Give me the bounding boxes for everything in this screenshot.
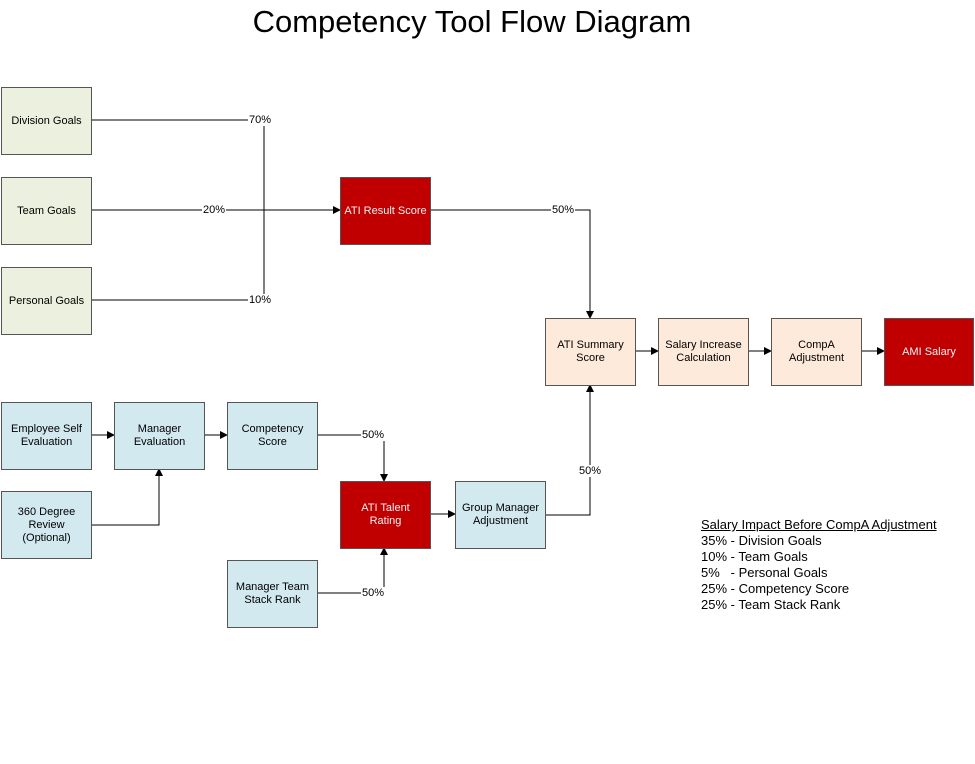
weight-division: 70% [247,114,273,126]
node-salary-increase-calculation: Salary Increase Calculation [658,318,749,386]
node-ati-talent-rating: ATI Talent Rating [340,481,431,549]
weight-team: 20% [201,204,227,216]
weight-competency-to-talent: 50% [360,429,386,441]
wire-360-to-manager [91,468,163,526]
node-ati-result-score: ATI Result Score [340,177,431,245]
weight-group-to-summary: 50% [577,465,603,477]
legend-item: 35% - Division Goals [701,533,822,548]
legend-item: 10% - Team Goals [701,549,808,564]
node-ami-salary: AMI Salary [884,318,974,386]
salary-impact-legend: Salary Impact Before CompA Adjustment 35… [701,517,937,613]
node-manager-evaluation: Manager Evaluation [114,402,205,470]
node-manager-team-stack-rank: Manager Team Stack Rank [227,560,318,628]
wire-competency-to-talent [317,434,388,482]
node-competency-score: Competency Score [227,402,318,470]
node-team-goals: Team Goals [1,177,92,245]
node-employee-self-evaluation: Employee Self Evaluation [1,402,92,470]
node-ati-summary-score: ATI Summary Score [545,318,636,386]
legend-title: Salary Impact Before CompA Adjustment [701,517,937,532]
legend-item: 25% - Team Stack Rank [701,597,841,612]
weight-stack-to-talent: 50% [360,587,386,599]
node-personal-goals: Personal Goals [1,267,92,335]
legend-item: 25% - Competency Score [701,581,850,596]
node-division-goals: Division Goals [1,87,92,155]
weight-result-to-summary: 50% [550,204,576,216]
node-compa-adjustment: CompA Adjustment [771,318,862,386]
wire-result-to-summary [430,209,594,319]
wire-group-to-summary [545,384,594,516]
diagram-title: Competency Tool Flow Diagram [252,4,692,39]
node-group-manager-adjustment: Group Manager Adjustment [455,481,546,549]
legend-item: 5% - Personal Goals [701,565,828,580]
node-360-degree-review: 360 Degree Review (Optional) [1,491,92,559]
weight-personal: 10% [247,294,273,306]
